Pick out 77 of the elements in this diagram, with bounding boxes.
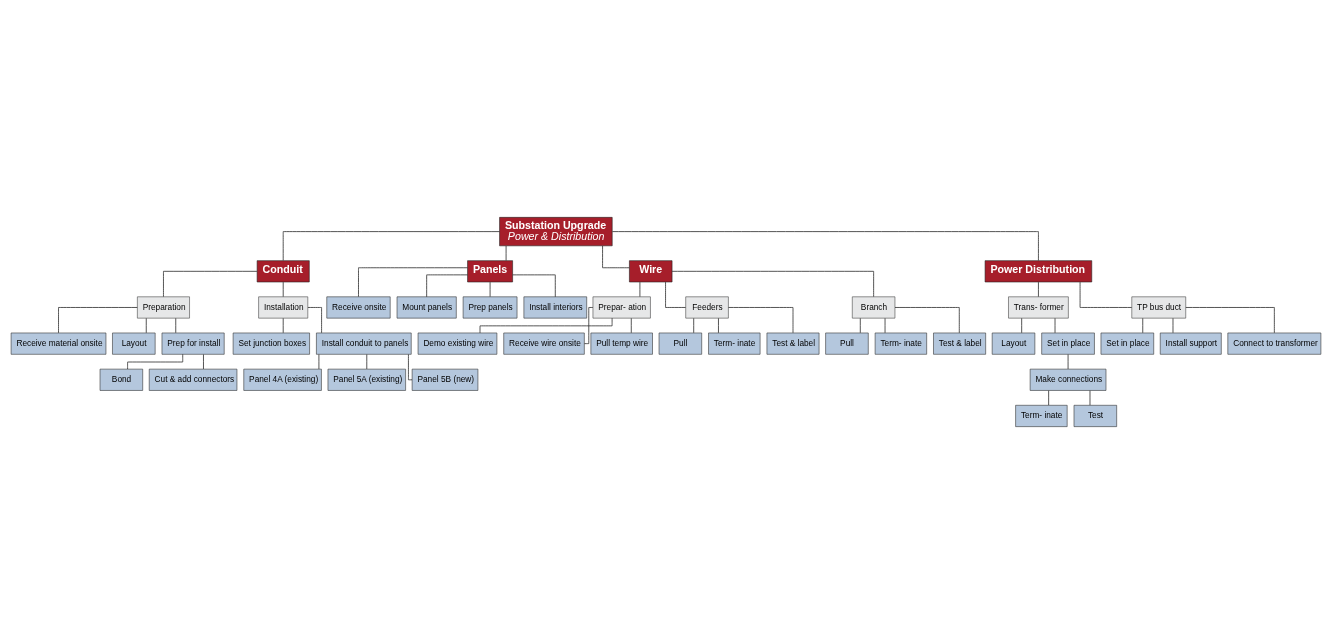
node-box: Receive material onsite bbox=[10, 332, 107, 355]
connector bbox=[408, 354, 413, 381]
node-box: Prepar- ation bbox=[592, 296, 651, 319]
node-box: Demo existing wire bbox=[417, 332, 498, 355]
node-box: Term- inate bbox=[1015, 405, 1068, 427]
connector bbox=[282, 281, 284, 297]
node-box: Trans- former bbox=[1008, 296, 1069, 319]
node-box: Panel 4A (existing) bbox=[243, 368, 322, 391]
connector bbox=[1089, 390, 1091, 406]
node-box: Term- inate bbox=[874, 332, 927, 355]
node-box: Make connections bbox=[1029, 368, 1107, 391]
node-box: Substation Upgrade Power & Distribution bbox=[499, 217, 613, 247]
node-box: Connect to transformer bbox=[1227, 332, 1322, 355]
connector bbox=[505, 245, 507, 261]
node-box: TP bus duct bbox=[1131, 296, 1187, 319]
node-box: Mount panels bbox=[396, 296, 457, 319]
connector bbox=[718, 317, 719, 334]
node-box: Pull bbox=[658, 332, 702, 355]
connector bbox=[127, 353, 184, 370]
node-box: Set in place bbox=[1041, 332, 1095, 355]
connector bbox=[671, 270, 874, 297]
connector bbox=[859, 317, 861, 334]
node-box: Wire bbox=[629, 260, 673, 283]
node-box: Layout bbox=[112, 332, 156, 355]
connector bbox=[426, 274, 468, 298]
node-box: Installation bbox=[258, 296, 309, 319]
node-box: Preparation bbox=[137, 296, 190, 319]
node-box: Install conduit to panels bbox=[316, 332, 412, 355]
connector bbox=[612, 231, 1039, 261]
node-box: Prep for install bbox=[161, 332, 225, 355]
connector bbox=[693, 317, 695, 334]
connector bbox=[366, 354, 368, 370]
node-box: Install support bbox=[1159, 332, 1222, 355]
node-box: Conduit bbox=[256, 260, 310, 283]
node-box: Test & label bbox=[933, 332, 986, 355]
connector bbox=[479, 317, 613, 334]
node-box: Branch bbox=[852, 296, 896, 319]
node-box: Term- inate bbox=[708, 332, 761, 355]
connector bbox=[1021, 317, 1023, 334]
connector bbox=[1079, 281, 1133, 308]
connector bbox=[602, 245, 630, 269]
node-box: Bond bbox=[99, 368, 143, 391]
connector bbox=[1048, 390, 1050, 406]
node-box: Receive onsite bbox=[326, 296, 391, 319]
connector bbox=[145, 317, 147, 334]
node-box: Panel 5B (new) bbox=[411, 368, 479, 391]
node-box: Pull bbox=[825, 332, 869, 355]
node-box: Test bbox=[1073, 405, 1117, 427]
connector bbox=[203, 354, 204, 370]
node-box: Test & label bbox=[766, 332, 820, 355]
connector bbox=[307, 307, 322, 334]
connector bbox=[1038, 281, 1039, 297]
node-box: Cut & add connectors bbox=[148, 368, 238, 391]
connector bbox=[630, 317, 632, 334]
node-box: Power Distribution bbox=[984, 260, 1093, 283]
node-box: Pull temp wire bbox=[590, 332, 653, 355]
connector bbox=[1142, 317, 1144, 334]
connector bbox=[1185, 307, 1275, 334]
node-box: Panel 5A (existing) bbox=[327, 368, 406, 391]
connector bbox=[894, 307, 960, 334]
connector bbox=[175, 317, 177, 334]
connector bbox=[358, 267, 468, 297]
connector bbox=[728, 307, 794, 334]
node-box: Feeders bbox=[685, 296, 729, 319]
node-box: Layout bbox=[991, 332, 1036, 355]
connector bbox=[58, 307, 138, 334]
node-box: Panels bbox=[467, 260, 513, 283]
node-box: Receive wire onsite bbox=[503, 332, 585, 355]
node-box: Set junction boxes bbox=[232, 332, 310, 355]
node-box: Install interiors bbox=[523, 296, 587, 319]
connector bbox=[282, 231, 500, 261]
node-box: Set in place bbox=[1100, 332, 1154, 355]
node-box: Prep panels bbox=[462, 296, 518, 319]
connector bbox=[512, 274, 556, 298]
connector bbox=[584, 307, 594, 345]
connector bbox=[163, 270, 258, 297]
connector bbox=[665, 281, 686, 308]
